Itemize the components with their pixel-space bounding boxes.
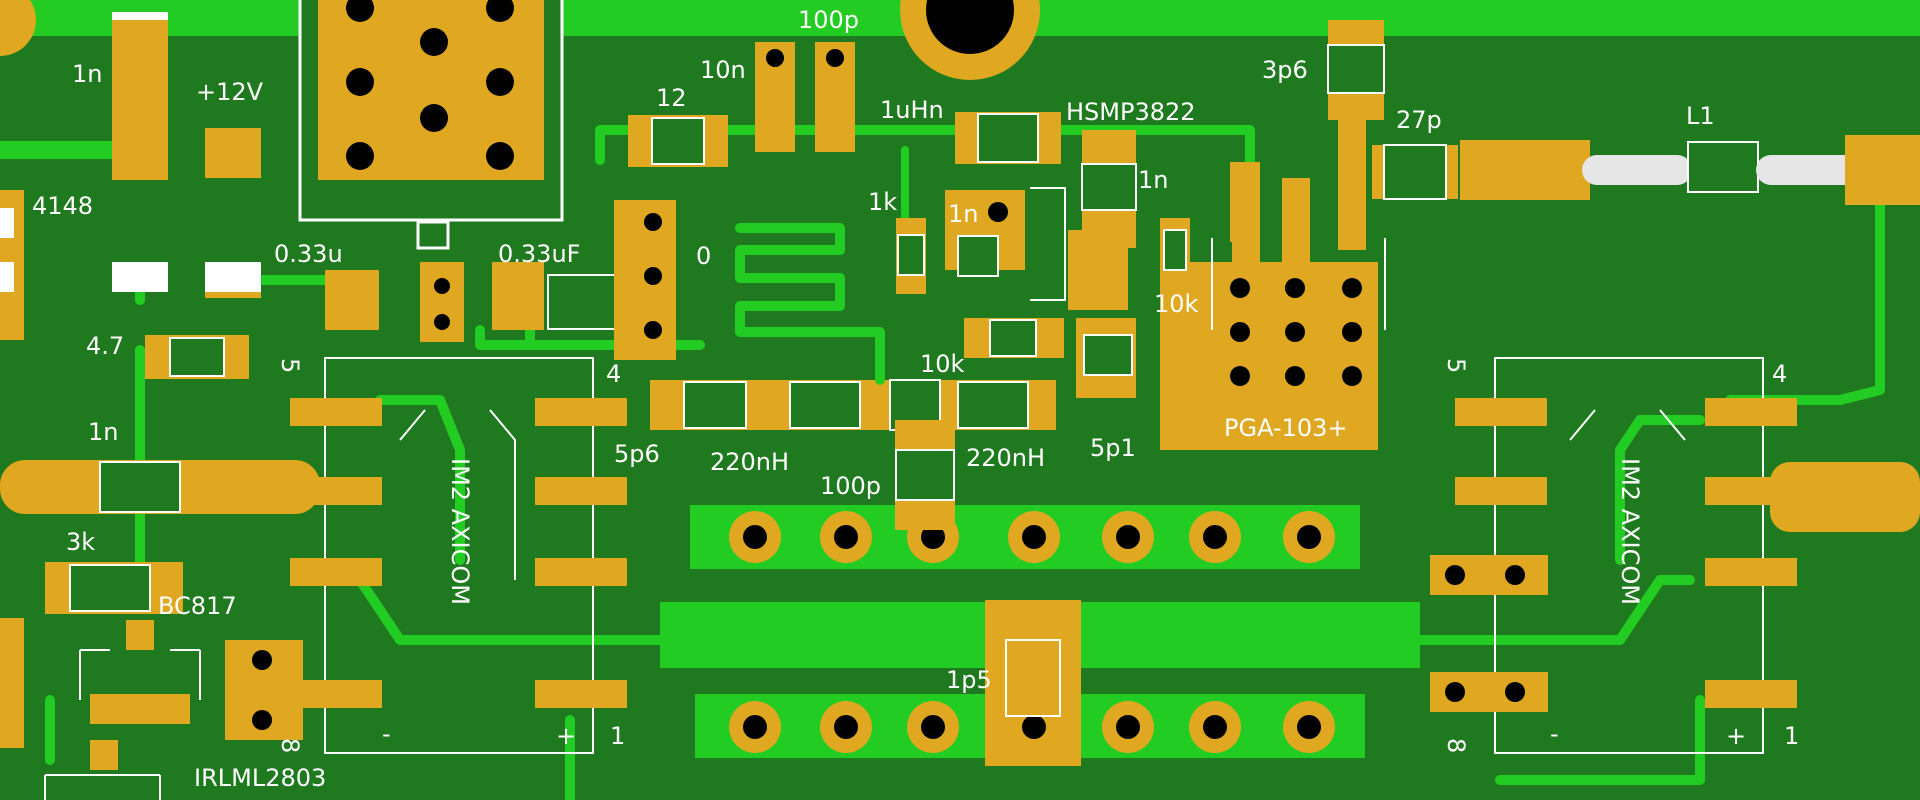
mounting-hole-partial (0, 0, 36, 56)
label-c-100p-top: 100p (798, 6, 859, 34)
relay-left-pin4: 4 (606, 360, 621, 388)
label-c-100p-bottom: 100p (820, 472, 881, 500)
relay-left-pin1: 1 (610, 722, 625, 750)
label-r-0: 0 (696, 242, 711, 270)
label-d-4148: 4148 (32, 192, 93, 220)
relay-right-pin4: 4 (1772, 360, 1787, 388)
label-l-l1: L1 (1686, 102, 1715, 130)
label-l-220nh-left: 220nH (710, 448, 789, 476)
jumper-pads-right (1430, 555, 1548, 712)
label-c-10n: 10n (700, 56, 746, 84)
label-r-3k: 3k (66, 528, 95, 556)
relay-left-pin5: 5 (276, 358, 304, 373)
label-c-1n-right: 1n (1138, 166, 1168, 194)
relay-left-minus: - (382, 720, 391, 748)
connector-block (298, 0, 564, 250)
relay-left-pin8: 8 (276, 738, 304, 753)
pin-header-bottom (695, 600, 1365, 766)
relay-right-pin8: 8 (1442, 738, 1470, 753)
label-r-10k-right: 10k (1154, 290, 1199, 318)
amplifier-pga103 (1160, 120, 1386, 450)
pin-header-top (690, 505, 1360, 569)
label-c-3p6: 3p6 (1262, 56, 1308, 84)
relay-right-name: IM2 AXICOM (1616, 458, 1644, 605)
relay-left-plus: + (556, 722, 576, 750)
relay-right-plus: + (1726, 722, 1746, 750)
label-c-1n-left: 1n (88, 418, 118, 446)
label-12v: +12V (196, 78, 264, 106)
silkscreen-labels: 1n +12V 4148 0.33u 0.33uF 4.7 1n 3k BC81… (32, 6, 1799, 792)
output-path (1460, 135, 1920, 532)
label-l-220nh-right: 220nH (966, 444, 1045, 472)
label-c-5p1: 5p1 (1090, 434, 1136, 462)
label-d-hsmp3822: HSMP3822 (1066, 98, 1196, 126)
label-c-27p: 27p (1396, 106, 1442, 134)
relay-right-pin1: 1 (1784, 722, 1799, 750)
label-c-1n-top: 1n (72, 60, 102, 88)
label-r-10k-mid: 10k (920, 350, 965, 378)
label-c-033u: 0.33u (274, 240, 343, 268)
mounting-hole (900, 0, 1040, 80)
label-r-47: 4.7 (86, 332, 124, 360)
label-l-1uhn: 1uHn (880, 96, 944, 124)
label-r-12: 12 (656, 84, 687, 112)
smd-components (0, 12, 1458, 800)
label-q-irlml2803: IRLML2803 (194, 764, 326, 792)
relay-right-minus: - (1550, 720, 1559, 748)
label-c-1n-mid: 1n (948, 200, 978, 228)
label-q-bc817: BC817 (158, 592, 237, 620)
label-r-1k: 1k (868, 188, 897, 216)
label-c-033uf: 0.33uF (498, 240, 580, 268)
label-c-5p6: 5p6 (614, 440, 660, 468)
label-c-1p5: 1p5 (946, 666, 992, 694)
label-u-pga103: PGA-103+ (1224, 414, 1348, 442)
relay-right-pin5: 5 (1442, 358, 1470, 373)
relay-left-name: IM2 AXICOM (446, 458, 474, 605)
